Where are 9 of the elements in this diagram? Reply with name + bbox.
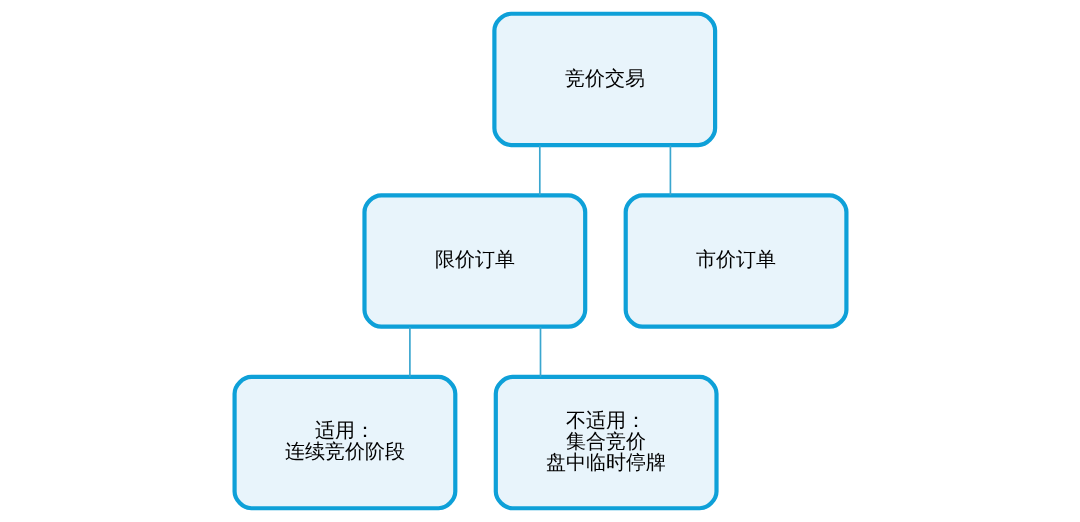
connector [539, 326, 541, 378]
node-box: 限价订单 [361, 193, 587, 329]
node-box: 不适用： 集合竞价 盘中临时停牌 [493, 374, 719, 511]
connector [669, 144, 671, 197]
node-box: 适用： 连续竞价阶段 [232, 374, 457, 511]
node-box: 竞价交易 [491, 11, 717, 148]
connector [408, 326, 411, 378]
node-box: 市价订单 [623, 193, 848, 329]
connector [538, 144, 541, 197]
